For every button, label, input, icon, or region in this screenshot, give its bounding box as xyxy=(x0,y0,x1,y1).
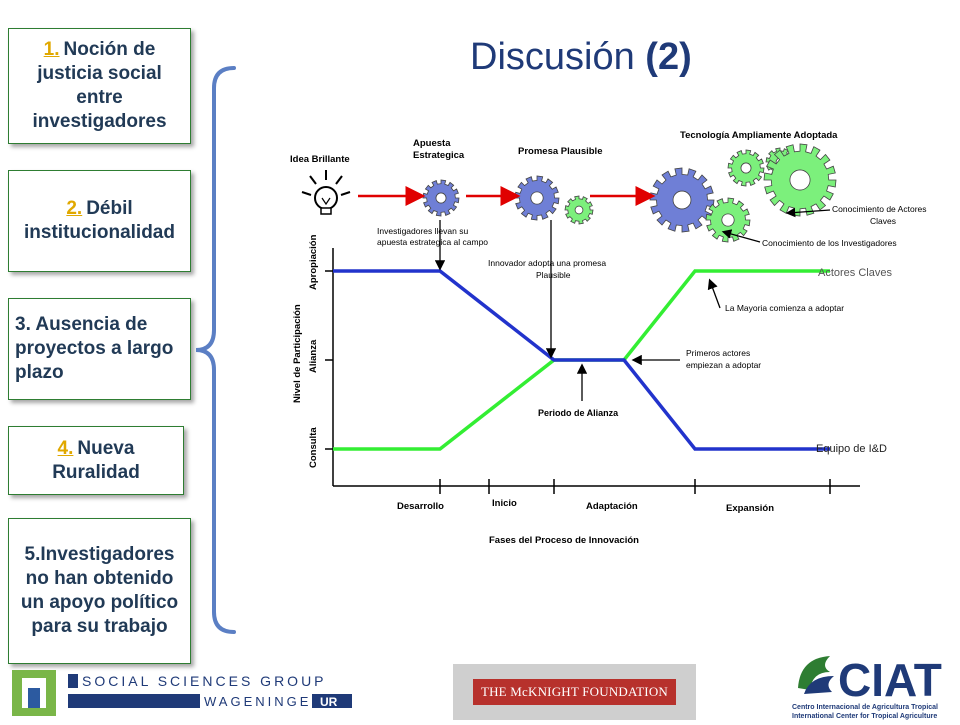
stage-promesa-label: Promesa Plausible xyxy=(518,146,602,157)
annotation-investigadores-2: apuesta estrategica al campo xyxy=(377,237,488,247)
x-phase-inicio: Inicio xyxy=(492,498,517,509)
mcknight-logo: THE McKNIGHT FOUNDATION xyxy=(453,664,696,720)
green-gear-icon xyxy=(727,149,765,187)
annotation-primeros-1: Primeros actores xyxy=(686,348,750,358)
blue-gear-icon xyxy=(422,179,460,217)
point-text: 3. Ausencia de proyectos a largo plazo xyxy=(15,314,174,383)
series-label-actores: Actores Claves xyxy=(818,267,892,279)
stage-apuesta-label-2: Estrategica xyxy=(413,150,465,161)
annotation-innovador-2: Plausible xyxy=(536,270,571,280)
stage-apuesta-label-1: Apuesta xyxy=(413,138,451,149)
point-text: 5.Investigadores no han obtenido un apoy… xyxy=(20,544,179,637)
annotation-investigadores-conocimiento: Conocimiento de los Investigadores xyxy=(762,238,897,248)
y-level-alianza: Alianza xyxy=(308,339,319,373)
point-box-5: 5.Investigadores no han obtenido un apoy… xyxy=(8,518,191,664)
annotation-actores-1: Conocimiento de Actores xyxy=(832,204,927,214)
point-number[interactable]: 1. xyxy=(43,39,60,60)
point-text: Débil institucionalidad xyxy=(24,198,175,243)
y-level-apropiacion: Apropiación xyxy=(308,234,319,290)
title-suffix: (2) xyxy=(645,36,692,78)
mcknight-text: THE McKNIGHT FOUNDATION xyxy=(472,679,677,705)
point-number[interactable]: 4. xyxy=(57,437,74,459)
annotation-periodo: Periodo de Alianza xyxy=(538,408,619,418)
point-number[interactable]: 2. xyxy=(66,198,83,219)
point-text: Noción de justicia social entre investig… xyxy=(32,39,167,132)
annotation-primeros-2: empiezan a adoptar xyxy=(686,360,761,370)
annotation-innovador-1: Innovador adopta una promesa xyxy=(488,258,606,268)
gears-group xyxy=(422,143,837,243)
annotation-investigadores-1: Investigadores llevan su xyxy=(377,226,468,236)
blue-gear-icon xyxy=(514,175,560,221)
series-label-equipo: Equipo de I&D xyxy=(816,443,887,455)
ssg-ur-text: UR xyxy=(320,695,338,709)
ssg-top-text: SOCIAL SCIENCES GROUP xyxy=(82,673,327,689)
x-axis-label: Fases del Proceso de Innovación xyxy=(489,535,639,546)
point-box-3: 3. Ausencia de proyectos a largo plazo xyxy=(8,298,191,400)
green-gear-icon xyxy=(564,195,594,225)
point-box-4: 4.Nueva Ruralidad xyxy=(8,426,184,495)
curly-bracket xyxy=(195,66,236,634)
point-box-1: 1.Noción de justicia social entre invest… xyxy=(8,28,191,144)
chart-axes xyxy=(325,248,860,494)
series-line-equipo xyxy=(333,269,830,451)
stage-idea-label: Idea Brillante xyxy=(290,154,350,165)
slide-title: Discusión (2) xyxy=(470,36,692,79)
x-phase-expansion: Expansión xyxy=(726,503,774,514)
stage-tecnologia-label: Tecnología Ampliamente Adoptada xyxy=(680,130,838,141)
ciat-logo: CIAT Centro Internacional de Agricultura… xyxy=(790,648,960,720)
ciat-text: CIAT xyxy=(838,654,942,704)
y-axis-label: Nivel de Participación xyxy=(292,304,303,403)
x-phase-adaptacion: Adaptación xyxy=(586,501,638,512)
title-text: Discusión xyxy=(470,36,635,78)
ssg-logo: SOCIAL SCIENCES GROUP WAGENINGEN UR xyxy=(12,664,364,720)
point-text: Nueva Ruralidad xyxy=(52,437,140,483)
blue-gear-icon xyxy=(649,167,715,233)
ssg-bottom-text: WAGENINGEN xyxy=(204,694,324,709)
point-box-2: 2.Débil institucionalidad xyxy=(8,170,191,272)
green-gear-icon xyxy=(763,143,837,217)
x-phase-desarrollo: Desarrollo xyxy=(397,501,444,512)
lightbulb-icon xyxy=(301,170,351,215)
y-level-consulta: Consulta xyxy=(308,427,319,468)
ciat-line-1: Centro Internacional de Agricultura Trop… xyxy=(792,704,938,711)
innovation-diagram: Idea Brillante Apuesta Estrategica Prome… xyxy=(290,130,927,546)
annotation-actores-2: Claves xyxy=(870,216,896,226)
ciat-line-2: International Center for Tropical Agricu… xyxy=(792,713,938,720)
annotation-mayoria: La Mayoria comienza a adoptar xyxy=(725,303,844,313)
green-gear-icon xyxy=(705,197,751,243)
